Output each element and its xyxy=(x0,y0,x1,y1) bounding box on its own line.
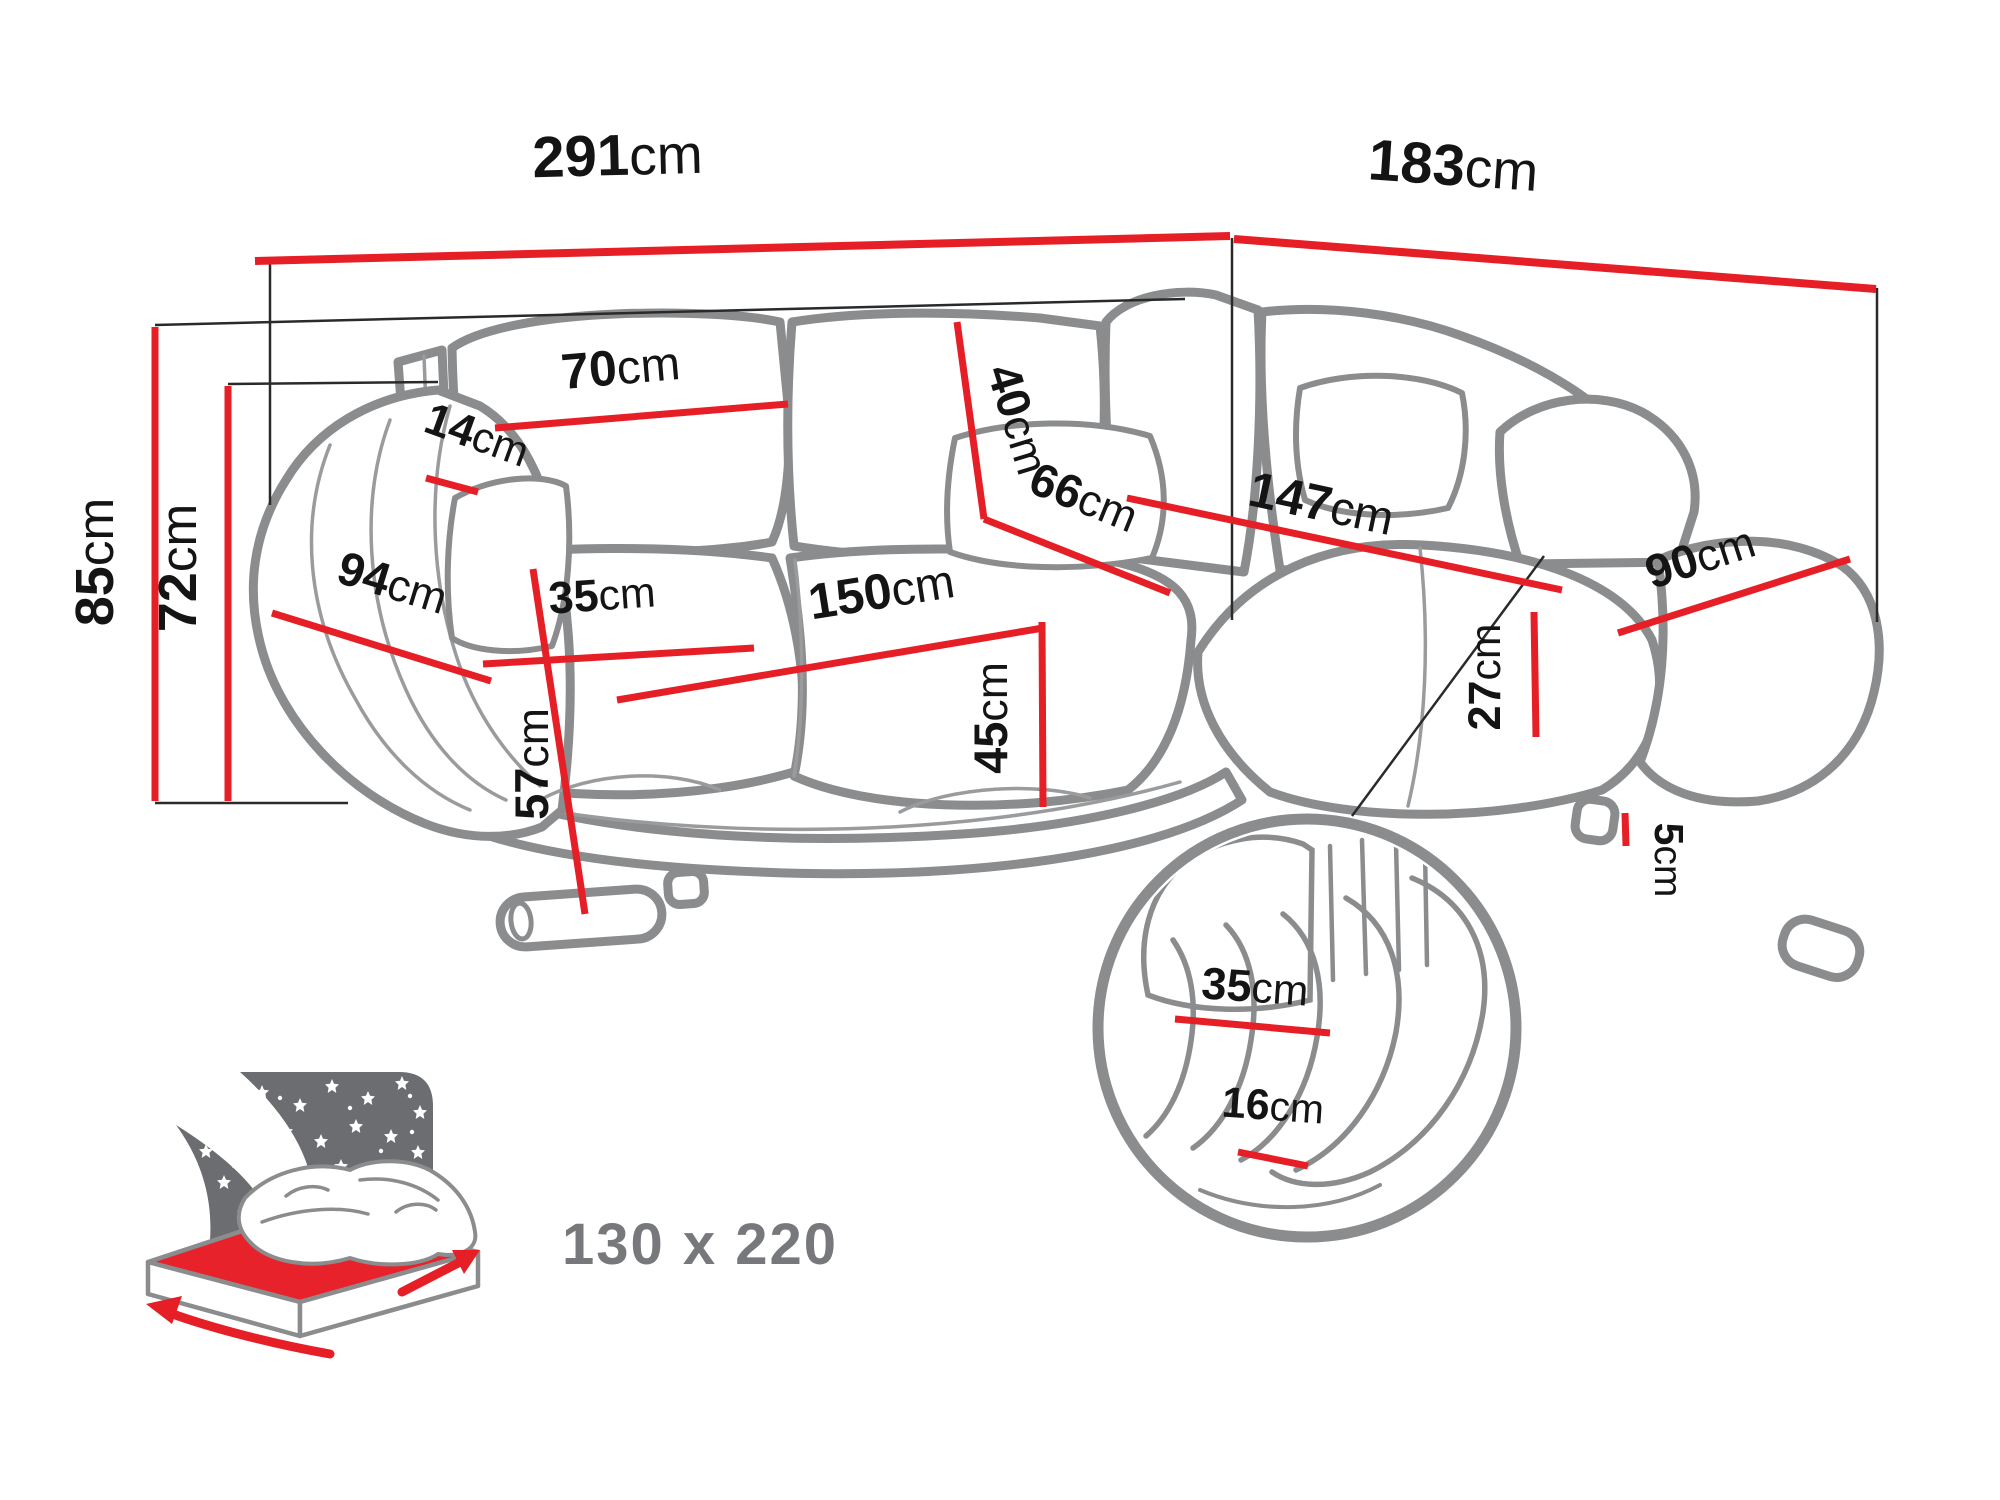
dimension-lines xyxy=(151,232,1877,915)
dimension-line-150cm xyxy=(616,624,1044,704)
detail-roll-1 xyxy=(1269,875,1488,1188)
sofa-chaise-front-leg xyxy=(1570,794,1620,846)
dimension-line-147cm xyxy=(1126,494,1563,594)
sofa-chaise-headrest xyxy=(1494,394,1700,569)
star-dot xyxy=(231,1163,237,1169)
sofa-bed-icon: 130 x 220 xyxy=(145,1072,838,1359)
detail-roll-5 xyxy=(1143,937,1196,1139)
dimension-label-backrest-height: 72cm xyxy=(148,504,208,632)
sofa-middle-leg xyxy=(663,867,709,909)
sofa-front-base xyxy=(440,767,1247,879)
frame-seatback-top xyxy=(227,380,439,386)
star-dot xyxy=(297,1150,303,1156)
star-dot xyxy=(407,1093,413,1099)
dimension-label-armrest-width: 35cm xyxy=(547,565,657,623)
sofa-pillow-left xyxy=(444,475,573,655)
frame-height-top xyxy=(154,297,1186,327)
dimension-line-183cm xyxy=(1233,235,1877,293)
detail-label-armrest-gap: 16cm xyxy=(1220,1079,1325,1134)
dimension-line-35cm xyxy=(482,644,755,668)
dimension-label-total-width: 291cm xyxy=(532,121,704,190)
dimension-line-90cm xyxy=(1616,555,1852,637)
star-dot xyxy=(347,1105,353,1111)
dimension-label-total-depth: 183cm xyxy=(1366,127,1540,204)
detail-pointer-line xyxy=(1350,555,1546,817)
detail-line-16cm xyxy=(1237,1148,1309,1170)
star-dot xyxy=(378,1148,384,1154)
sofa-chaise-back-leg xyxy=(1777,914,1865,982)
dimension-line-291cm xyxy=(254,232,1231,265)
dimension-label-seat-width: 150cm xyxy=(804,552,958,630)
bed-duvet xyxy=(236,1159,478,1267)
bed-arrow-width xyxy=(397,1255,469,1297)
dimension-line-66cm xyxy=(982,515,1172,597)
detail-bottom-curve xyxy=(1198,1183,1382,1210)
measurement-frame-lines xyxy=(154,238,1879,817)
dimension-line-94cm xyxy=(270,609,493,685)
dimension-line-5cm xyxy=(1621,812,1630,847)
sofa-leg-bar-end xyxy=(508,900,534,942)
detail-roll-3 xyxy=(1238,911,1323,1163)
bed-arrow-width-head xyxy=(452,1250,480,1274)
dimension-label-leg-height: 5cm xyxy=(1646,823,1692,898)
dimension-label-seat-height: 45cm xyxy=(964,662,1017,774)
dimension-line-57cm xyxy=(529,568,589,915)
detail-roll-2 xyxy=(1293,895,1402,1173)
dimension-line-40cm xyxy=(953,321,988,520)
dimension-line-14cm xyxy=(425,474,479,496)
detail-magnifier: 35cm 16cm xyxy=(1092,813,1522,1243)
star-dot xyxy=(277,1095,283,1101)
dimension-line-45cm xyxy=(1038,621,1047,808)
bed-duvet-folds xyxy=(260,1177,440,1224)
bed-stars xyxy=(199,1076,432,1219)
detail-back-slats xyxy=(1327,837,1430,983)
sofa-pillow-corner xyxy=(944,420,1167,571)
dimension-label-chaise-seat-height: 27cm xyxy=(1459,623,1510,730)
detail-line-35cm xyxy=(1174,1015,1331,1037)
dimension-label-armrest-height: 57cm xyxy=(505,708,558,820)
sofa-left-armrest-rolls xyxy=(309,404,542,812)
detail-armrest-sketch xyxy=(1140,834,1488,1210)
bed-size-arrows xyxy=(146,1250,480,1359)
dimension-label-total-height: 85cm xyxy=(65,498,125,626)
dimension-line-27cm xyxy=(1530,611,1540,738)
detail-back-panel xyxy=(1140,834,1315,1013)
dimension-label-back-cushion-width: 70cm xyxy=(559,334,682,400)
sofa-pillow-chaise xyxy=(1293,372,1469,518)
sofa-cushion-seams xyxy=(538,546,1428,814)
sleeping-area-label: 130 x 220 xyxy=(562,1212,838,1277)
bed-arrow-length-head xyxy=(146,1296,182,1324)
dimension-line-70cm xyxy=(494,400,789,432)
star-dot xyxy=(409,1129,415,1135)
bed-arrow-length xyxy=(157,1305,335,1359)
sofa-line-art xyxy=(248,287,1884,982)
detail-roll-4 xyxy=(1190,922,1257,1151)
sofa-chaise-seat xyxy=(1193,540,1665,819)
detail-label-armrest-top-width: 35cm xyxy=(1200,957,1310,1015)
